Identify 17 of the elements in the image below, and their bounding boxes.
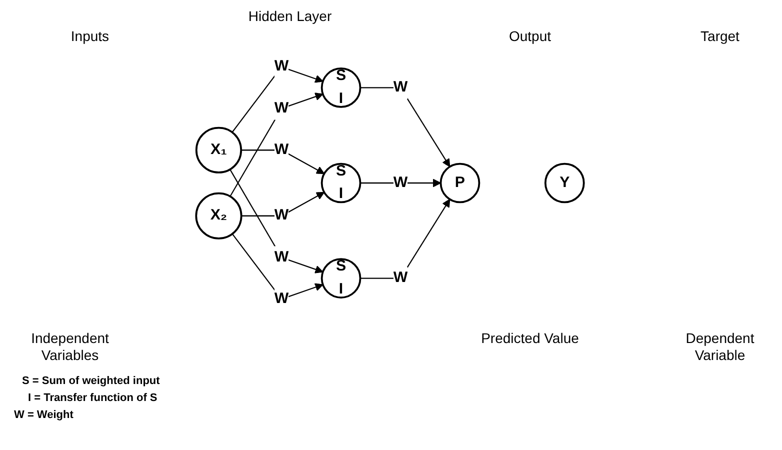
legend-text: S = Sum of weighted input bbox=[22, 375, 160, 387]
neuron-circle: P bbox=[440, 162, 480, 204]
neuron-circle: X₁ bbox=[195, 126, 242, 174]
column-heading: Inputs bbox=[70, 28, 110, 45]
legend-text: I = Transfer function of S bbox=[28, 392, 158, 404]
neuron-circle: S I bbox=[320, 162, 362, 204]
neuron-circle: S I bbox=[320, 258, 362, 298]
column-heading: Hidden Layer bbox=[247, 8, 333, 25]
caption-text: Dependent Variable bbox=[684, 330, 756, 364]
caption-text: Independent Variables bbox=[30, 330, 110, 364]
neuron-circle: S I bbox=[320, 68, 362, 108]
legend-text: W = Weight bbox=[14, 409, 74, 421]
column-heading: Target bbox=[700, 28, 740, 45]
neuron-circle: Y bbox=[544, 162, 585, 204]
column-heading: Output bbox=[508, 28, 552, 45]
caption-text: Predicted Value bbox=[480, 330, 580, 347]
neuron-circle: X₂ bbox=[195, 192, 242, 240]
